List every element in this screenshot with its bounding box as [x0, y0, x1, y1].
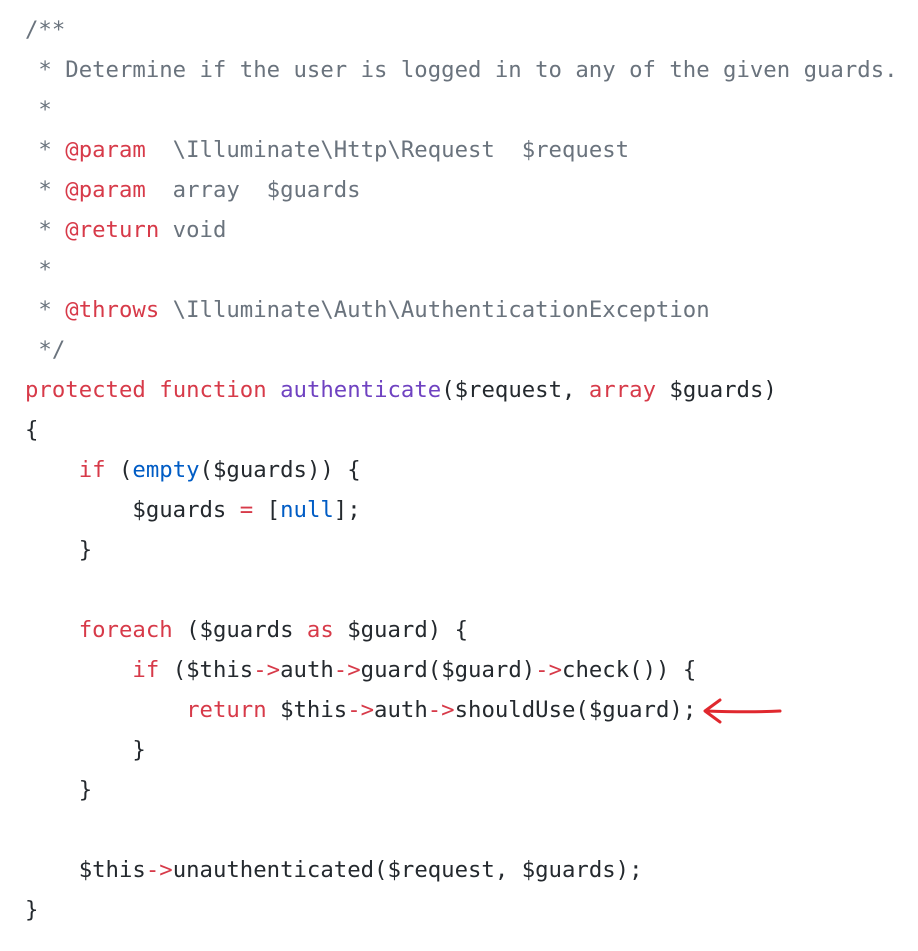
code-line: /**	[25, 10, 898, 50]
code-line: * @throws \Illuminate\Auth\Authenticatio…	[25, 290, 898, 330]
red-arrow-annotation-icon	[703, 698, 782, 724]
code-token-punct: }	[25, 777, 93, 803]
code-token-kw: foreach	[78, 617, 173, 643]
code-line: * Determine if the user is logged in to …	[25, 50, 898, 90]
code-line: }	[25, 530, 898, 570]
code-token-op: ->	[333, 657, 361, 683]
code-token-comment: *	[25, 297, 66, 323]
code-line: }	[25, 770, 898, 810]
code-token-kw: as	[306, 617, 334, 643]
code-token-op: ->	[253, 657, 281, 683]
code-token-punct	[25, 697, 186, 723]
code-token-punct: ($guards)) {	[199, 457, 361, 483]
code-token-punct: {	[25, 417, 39, 443]
code-token-kw: protected	[25, 377, 146, 403]
code-token-comment: *	[25, 137, 66, 163]
code-token-tag: @param	[65, 137, 146, 163]
code-token-kw: function	[159, 377, 267, 403]
code-token-punct: ($this	[159, 657, 254, 683]
code-token-const: null	[280, 497, 334, 523]
code-token-punct	[25, 657, 132, 683]
code-token-comment: array $guards	[145, 177, 361, 203]
code-line: */	[25, 330, 898, 370]
code-token-name: guard($guard)	[360, 657, 536, 683]
code-token-punct: $guard) {	[333, 617, 469, 643]
code-token-op: ->	[535, 657, 563, 683]
code-token-tag: @return	[65, 217, 160, 243]
code-token-kw: if	[132, 657, 160, 683]
code-token-punct: ];	[333, 497, 361, 523]
code-token-comment: void	[159, 217, 227, 243]
code-token-punct: $guards	[25, 497, 240, 523]
code-token-comment: *	[25, 97, 52, 123]
code-token-comment: \Illuminate\Http\Request $request	[145, 137, 630, 163]
code-token-name: unauthenticated($request, $guards);	[172, 857, 643, 883]
code-token-punct: $guards)	[656, 377, 777, 403]
code-token-punct: ($request,	[441, 377, 589, 403]
code-token-punct	[146, 377, 159, 403]
code-line: *	[25, 90, 898, 130]
code-line: if ($this->auth->guard($guard)->check())…	[25, 650, 898, 690]
code-token-punct	[267, 377, 280, 403]
code-line	[25, 810, 898, 850]
code-line: return $this->auth->shouldUse($guard);	[25, 690, 898, 730]
code-token-comment: *	[25, 217, 66, 243]
code-token-kw: if	[78, 457, 106, 483]
code-line: {	[25, 410, 898, 450]
code-line: protected function authenticate($request…	[25, 370, 898, 410]
code-token-punct: ($guards	[172, 617, 307, 643]
code-line: * @param \Illuminate\Http\Request $reque…	[25, 130, 898, 170]
code-token-comment: * Determine if the user is logged in to …	[25, 57, 898, 83]
code-token-comment: \Illuminate\Auth\AuthenticationException	[159, 297, 710, 323]
code-token-op: ->	[145, 857, 173, 883]
code-token-name: auth	[374, 697, 428, 723]
code-token-name: check()) {	[562, 657, 697, 683]
code-token-comment: */	[25, 337, 66, 363]
code-token-punct: }	[25, 737, 146, 763]
code-line: * @return void	[25, 210, 898, 250]
code-token-punct	[25, 617, 79, 643]
code-block: /** * Determine if the user is logged in…	[25, 10, 898, 930]
code-token-kw: return	[186, 697, 267, 723]
code-line: if (empty($guards)) {	[25, 450, 898, 490]
code-token-punct: $this	[266, 697, 348, 723]
code-token-func: authenticate	[280, 377, 442, 403]
code-line: }	[25, 890, 898, 930]
code-token-punct: $this	[25, 857, 146, 883]
code-token-op: ->	[427, 697, 455, 723]
code-token-op: ->	[347, 697, 375, 723]
code-token-comment: *	[25, 177, 66, 203]
code-line: *	[25, 250, 898, 290]
code-line: foreach ($guards as $guard) {	[25, 610, 898, 650]
code-token-builtin: empty	[132, 457, 200, 483]
code-token-op: =	[239, 497, 254, 523]
code-token-punct: }	[25, 897, 39, 923]
code-token-tag: @param	[65, 177, 146, 203]
code-token-punct: (	[105, 457, 133, 483]
code-line	[25, 570, 898, 610]
code-line: * @param array $guards	[25, 170, 898, 210]
code-token-punct: }	[25, 537, 93, 563]
code-token-comment: *	[25, 257, 52, 283]
code-token-name: shouldUse($guard);	[454, 697, 697, 723]
code-line: }	[25, 730, 898, 770]
code-line: $guards = [null];	[25, 490, 898, 530]
code-token-tag: @throws	[65, 297, 160, 323]
code-token-kw: array	[588, 377, 656, 403]
code-token-punct: [	[253, 497, 281, 523]
code-token-comment: /**	[25, 17, 66, 43]
code-token-name: auth	[280, 657, 334, 683]
code-line: $this->unauthenticated($request, $guards…	[25, 850, 898, 890]
code-token-punct	[25, 457, 79, 483]
